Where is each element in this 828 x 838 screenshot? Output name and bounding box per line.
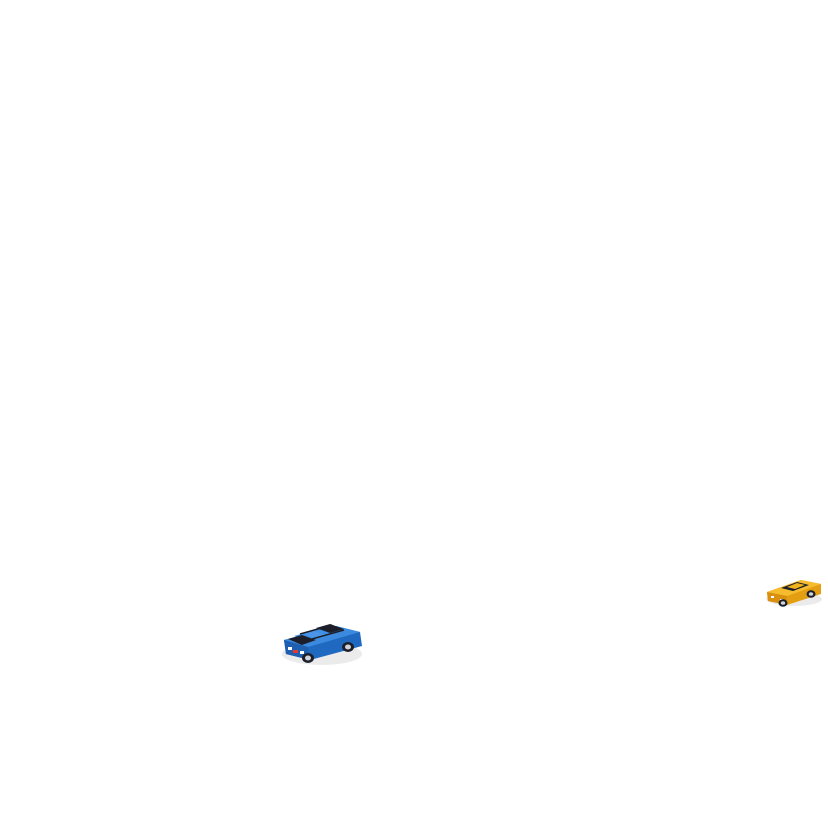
yellow-coupe-icon: [766, 580, 822, 607]
blue-suv-icon: [282, 624, 362, 665]
